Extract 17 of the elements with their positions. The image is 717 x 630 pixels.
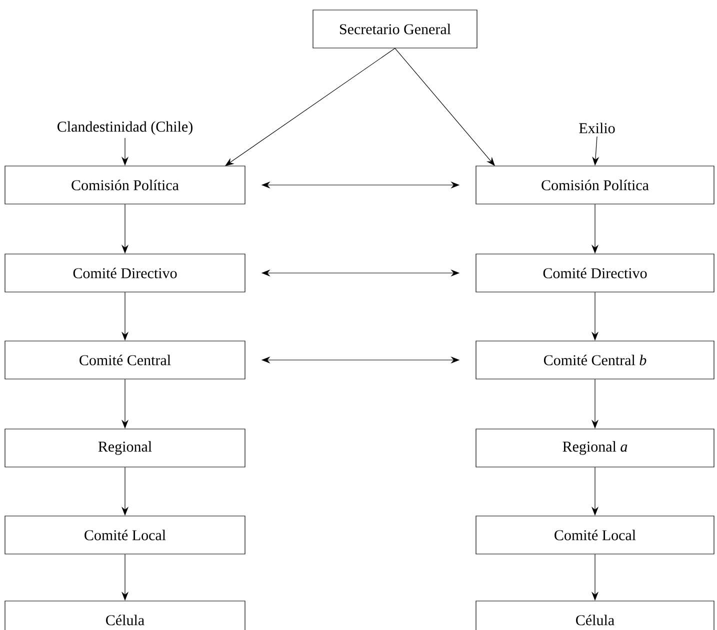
- org-box: Comisión Política: [4, 166, 246, 204]
- org-box: Comité Directivo: [476, 254, 714, 292]
- arrow: [394, 48, 495, 166]
- org-box: Célula: [476, 600, 714, 630]
- org-box: Regional: [4, 428, 246, 468]
- column-heading: Clandestinidad (Chile): [58, 121, 192, 135]
- org-box: Regional a: [476, 428, 714, 468]
- org-box: Comité Local: [4, 516, 246, 554]
- org-box: Comité Central: [4, 340, 246, 380]
- column-heading: Exilio: [579, 122, 615, 134]
- org-box: Comité Directivo: [4, 254, 246, 292]
- org-box: Comité Central b: [476, 340, 714, 380]
- org-box: Comité Local: [476, 516, 714, 554]
- org-box: Célula: [4, 600, 246, 630]
- arrow: [225, 48, 396, 166]
- org-box: Secretario General: [312, 10, 478, 48]
- org-box: Comisión Política: [476, 166, 714, 204]
